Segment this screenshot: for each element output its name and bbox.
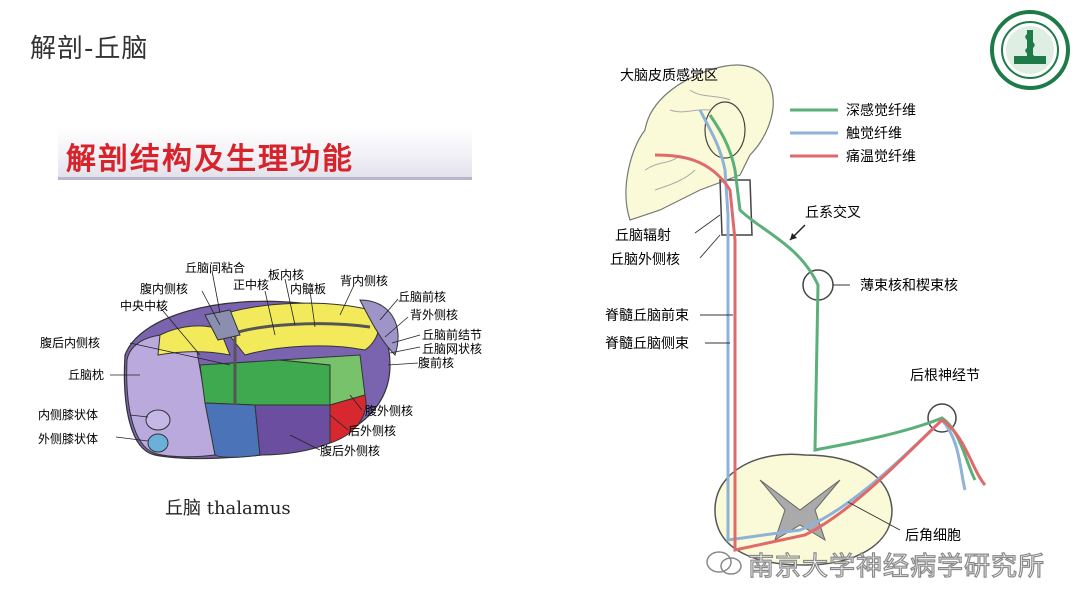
ventral-region-purple <box>254 404 331 456</box>
label-pulvinar: 丘脑枕 <box>68 367 104 382</box>
lateral-geniculate <box>147 433 169 453</box>
ventral-region-red <box>329 394 367 444</box>
hospital-seal-icon <box>990 10 1070 90</box>
sensory-pathway-figure: 大脑皮质感觉区 丘脑辐射 丘脑外侧核 丘系交叉 薄束核和楔束核 脊髓丘脑前束 脊… <box>605 64 987 566</box>
internal-lamina <box>234 322 371 335</box>
medial-geniculate <box>145 409 171 431</box>
label-gracile-cuneate: 薄束核和楔束核 <box>860 278 958 294</box>
brainstem-segment <box>719 179 753 236</box>
label-dorsolateral: 背外侧核 <box>410 308 458 322</box>
label-internal-lamina: 板内核 <box>268 268 304 282</box>
legend-label-touch: 触觉纤维 <box>846 126 902 142</box>
label-dorsal-horn-cells: 后角细胞 <box>905 528 961 544</box>
watermark-text: 南京大学神经病学研究所 <box>747 551 1046 582</box>
wechat-icon <box>706 551 742 575</box>
anterior-tubercle <box>359 299 399 356</box>
label-lateral-posterior: 后外侧核 <box>348 424 396 438</box>
label-reticular: 丘脑网状核 <box>422 342 482 356</box>
label-dorsal-root-ganglion: 后根神经节 <box>910 368 980 384</box>
interthalamic-adhesion <box>204 309 241 341</box>
label-dorsomedial: 背内侧核 <box>340 274 388 288</box>
label-ventromedial: 腹内侧核 <box>140 282 188 296</box>
thalamus-oval <box>704 101 746 159</box>
legend: 深感觉纤维 触觉纤维 痛温觉纤维 <box>790 102 916 165</box>
label-centromedian: 正中核 <box>233 277 269 292</box>
label-lemniscal-decussation: 丘系交叉 <box>805 204 861 221</box>
label-lateral-thalamic-nucleus: 丘脑外侧核 <box>610 252 680 268</box>
label-lateral-spinothalamic: 脊髓丘脑侧束 <box>605 336 689 352</box>
label-cortex: 大脑皮质感觉区 <box>620 67 718 84</box>
section-heading: 解剖结构及生理功能 <box>66 142 354 177</box>
cortex-shape <box>625 64 774 221</box>
legend-label-deep: 深感觉纤维 <box>846 102 916 119</box>
label-anterior-spinothalamic: 脊髓丘脑前束 <box>605 307 689 324</box>
label-central-median: 中央中核 <box>120 298 168 313</box>
legend-label-pain: 痛温觉纤维 <box>846 148 916 165</box>
label-lateral-geniculate: 外侧膝状体 <box>38 432 98 446</box>
section-banner: 解剖结构及生理功能 <box>58 126 472 180</box>
label-ventral-anterior: 腹前核 <box>418 355 454 370</box>
pain-temperature-fiber <box>654 153 987 552</box>
touch-fiber <box>698 109 967 542</box>
thalamus-caption: 丘脑 thalamus <box>165 498 291 519</box>
lateral-strip-region <box>157 325 231 356</box>
label-anterior: 丘脑前核 <box>398 289 446 304</box>
label-thalamic-radiation: 丘脑辐射 <box>615 228 671 244</box>
dorsal-root-ganglion-circle <box>927 403 957 433</box>
label-internal-medullary: 内髓板 <box>290 282 326 296</box>
thalamus-figure: 丘脑间粘合 板内核 腹内侧核 正中核 中央中核 内髓板 背内侧核 丘脑前核 背外… <box>38 260 482 460</box>
slide-title: 解剖-丘脑 <box>30 34 149 64</box>
label-interthalamic-adhesion: 丘脑间粘合 <box>185 260 245 275</box>
label-anterior-tubercle: 丘脑前结节 <box>422 327 482 342</box>
label-medial-geniculate: 内侧膝状体 <box>38 408 98 422</box>
label-ventral-posteromedial: 腹后内侧核 <box>40 336 100 350</box>
ventral-region-green <box>199 359 331 406</box>
label-ventral-lateral: 腹外侧核 <box>365 404 413 418</box>
label-ventral-posterolateral: 腹后外侧核 <box>320 444 380 458</box>
